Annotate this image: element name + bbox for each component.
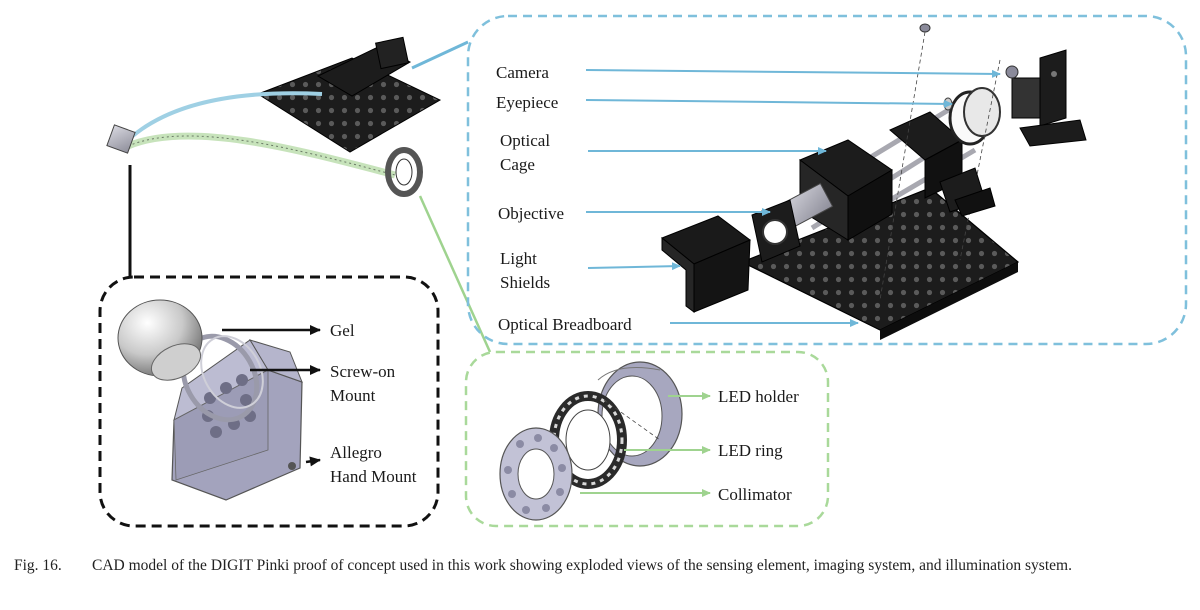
label-objective: Objective (498, 204, 564, 223)
light-shields (661, 215, 751, 313)
imaging-system-drawing (661, 23, 1087, 340)
overview-led-ring (385, 147, 423, 197)
overview-camera (375, 36, 409, 70)
label-allegro-line1: Allegro (330, 443, 382, 462)
label-led-holder: LED holder (718, 387, 799, 406)
overview-breadboard (256, 57, 442, 153)
overview-assembly (106, 36, 442, 197)
figure-caption: Fig. 16. CAD model of the DIGIT Pinki pro… (14, 556, 1190, 576)
label-led-ring: LED ring (718, 441, 783, 460)
arrow-light-shields (587, 262, 681, 271)
connector-imaging (411, 40, 469, 70)
figure-number: Fig. 16. (14, 557, 62, 574)
cad-figure: Camera Eyepiece Optical Cage Objective L… (98, 14, 1188, 528)
sensing-element-box (98, 275, 440, 528)
caption-text: CAD model of the DIGIT Pinki proof of co… (92, 557, 1072, 574)
label-camera: Camera (496, 63, 549, 82)
label-optical-cage-line1: Optical (500, 131, 550, 150)
label-screw-on-line1: Screw-on (330, 362, 396, 381)
camera-unit (1005, 49, 1087, 147)
label-optical-breadboard: Optical Breadboard (498, 315, 632, 334)
illumination-system-drawing (499, 361, 683, 521)
arrow-eyepiece (585, 99, 953, 108)
label-gel: Gel (330, 321, 355, 340)
label-screw-on-line2: Mount (330, 386, 376, 405)
imaging-system-box (466, 14, 1188, 346)
label-eyepiece: Eyepiece (496, 93, 558, 112)
connector-illumination (418, 195, 492, 353)
illumination-system-box (464, 350, 830, 528)
label-light-shields-line1: Light (500, 249, 537, 268)
label-collimator: Collimator (718, 485, 792, 504)
collimator-part (499, 427, 573, 521)
arrow-allegro (305, 456, 321, 467)
label-optical-cage-line2: Cage (500, 155, 535, 174)
fiber-bundle-upper (126, 91, 323, 142)
label-allegro-line2: Hand Mount (330, 467, 417, 486)
overview-sensor (106, 124, 136, 154)
label-light-shields-line2: Shields (500, 273, 550, 292)
fiber-bundle-lower (126, 132, 396, 179)
arrow-camera (585, 69, 1001, 78)
sensing-element-drawing (117, 299, 303, 501)
